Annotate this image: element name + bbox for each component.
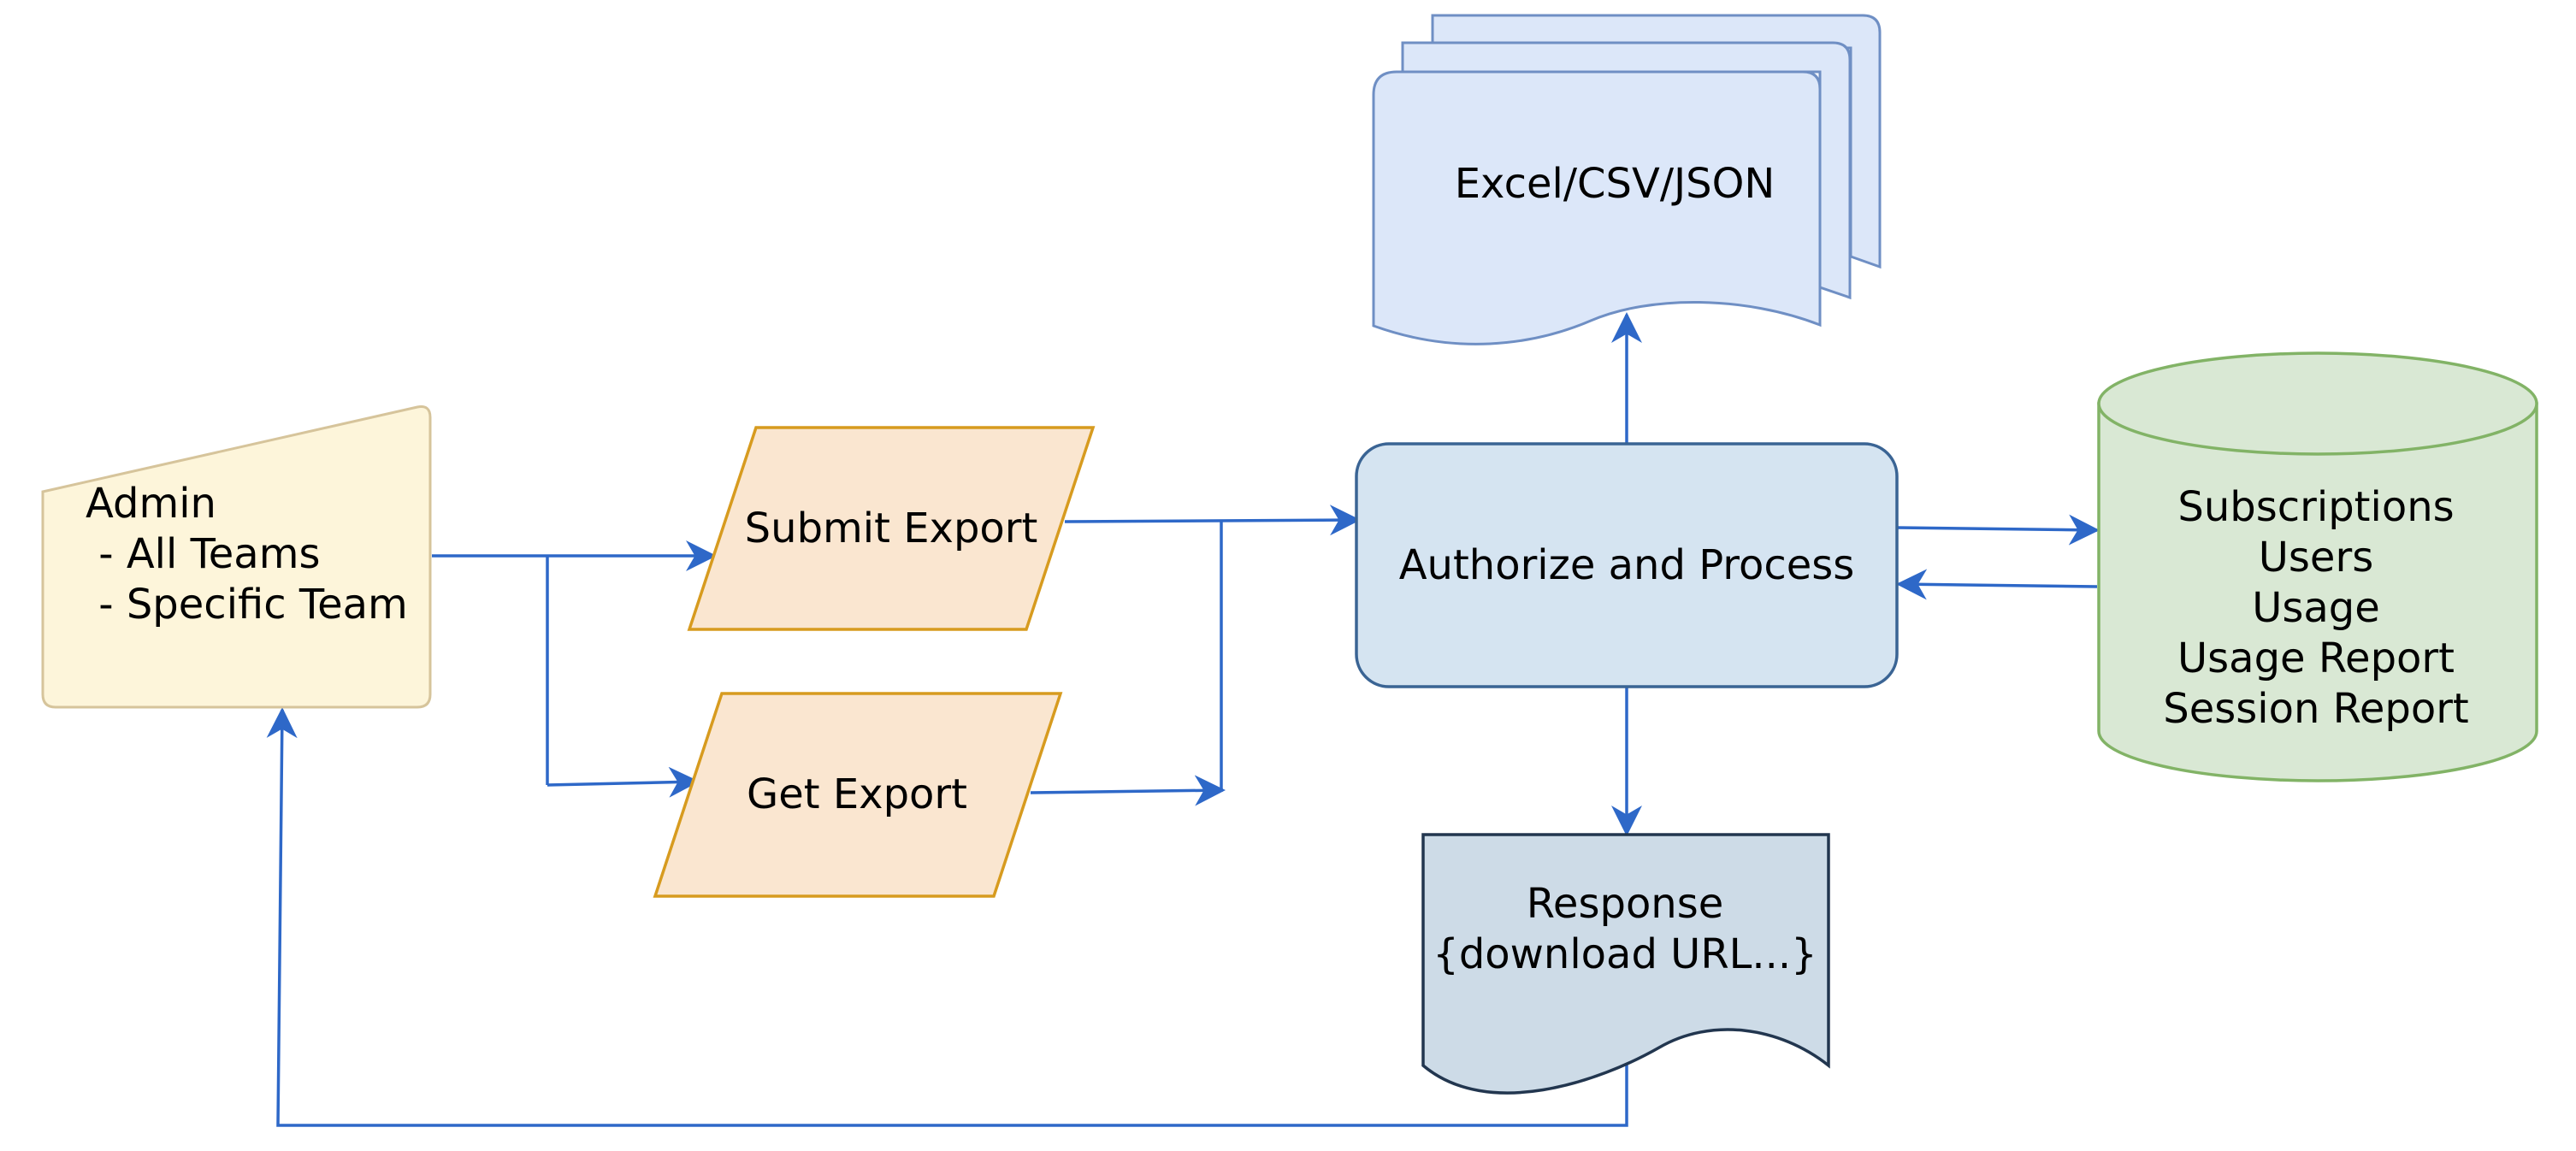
submit-export-shape (687, 426, 1096, 631)
admin-label-2: - All Teams (86, 530, 320, 578)
response-label-1: Response (1527, 880, 1724, 928)
data-store-body (2097, 402, 2538, 782)
data-store-node: Subscriptions Users Usage Usage Report S… (2097, 351, 2538, 782)
data-store-label-5: Session Report (2163, 685, 2469, 733)
response-node: Response {download URL...} (1421, 833, 1830, 1095)
authorize-process-node: Authorize and Process (1355, 442, 1899, 688)
edge-authorize-to-store (1896, 514, 2100, 546)
authorize-process-shape (1355, 442, 1899, 688)
data-store-label-1: Subscriptions (2177, 483, 2454, 531)
get-export-node: Get Export (653, 692, 1063, 898)
response-shape (1421, 833, 1830, 1095)
edge-store-to-authorize (1896, 569, 2098, 600)
admin-label-1: Admin (86, 480, 216, 528)
edge-response-to-admin (266, 707, 1628, 1127)
submit-export-node: Submit Export (687, 426, 1096, 631)
admin-shape (41, 405, 432, 709)
data-store-label-2: Users (2259, 534, 2373, 581)
data-store-label-4: Usage Report (2177, 635, 2455, 682)
data-store-label-3: Usage (2252, 584, 2380, 632)
get-export-label: Get Export (747, 770, 967, 818)
submit-export-label: Submit Export (745, 505, 1038, 552)
get-export-shape (653, 692, 1063, 898)
authorize-process-label: Authorize and Process (1399, 541, 1855, 589)
response-label-2: {download URL...} (1433, 930, 1817, 978)
data-store-top (2097, 351, 2538, 456)
admin-label-3: - Specific Team (86, 581, 408, 629)
output-files-node: Excel/CSV/JSON (1372, 14, 1882, 345)
edge-submit-export-to-authorize (1064, 505, 1361, 536)
output-files-sheet-front (1372, 70, 1822, 345)
admin-node: Admin - All Teams - Specific Team (41, 405, 432, 709)
edges (266, 312, 2100, 1127)
output-files-label: Excel/CSV/JSON (1455, 160, 1775, 208)
edge-get-export-to-collector (1030, 775, 1226, 806)
edge-admin-to-get-export (547, 766, 700, 798)
